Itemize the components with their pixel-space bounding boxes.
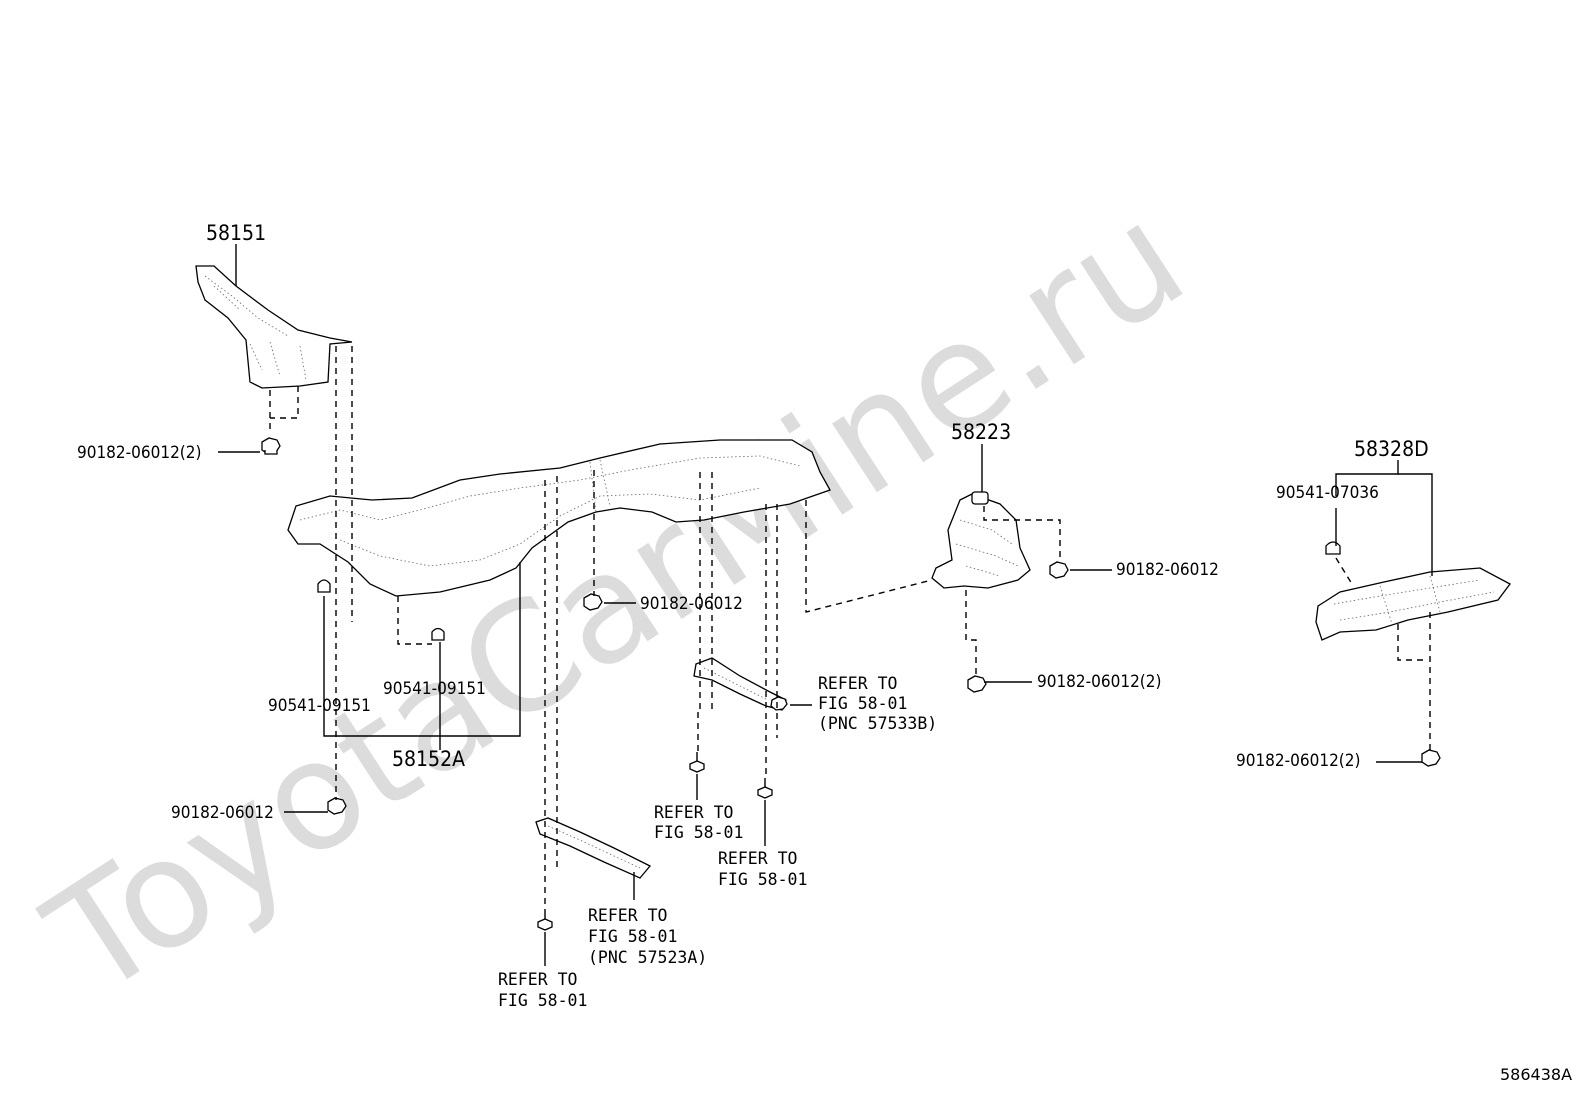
label-58328d: 58328D bbox=[1354, 437, 1429, 461]
clip-icon bbox=[1325, 541, 1341, 555]
clip-icon bbox=[317, 579, 331, 593]
svg-text:(PNC 57533B): (PNC 57533B) bbox=[818, 714, 937, 733]
bolt-icon bbox=[537, 910, 553, 931]
heat-insulator-58328d bbox=[1315, 567, 1511, 641]
svg-text:REFER TO: REFER TO bbox=[654, 803, 733, 822]
ref-note-57523a: REFER TO FIG 58-01 (PNC 57523A) bbox=[588, 906, 707, 967]
clip-icon bbox=[431, 627, 445, 641]
svg-text:FIG 58-01: FIG 58-01 bbox=[718, 870, 807, 889]
label-90182-06012-2-left: 90182-06012(2) bbox=[77, 443, 201, 463]
ref-note-57533b: REFER TO FIG 58-01 (PNC 57533B) bbox=[818, 674, 937, 733]
label-90541-09151-a: 90541-09151 bbox=[268, 696, 371, 716]
nut-icon bbox=[261, 437, 281, 455]
label-58151: 58151 bbox=[206, 221, 266, 245]
ref-note-bolt-c: REFER TO FIG 58-01 bbox=[498, 970, 587, 1010]
nut-icon bbox=[583, 593, 603, 611]
ref-note-bolt-b: REFER TO FIG 58-01 bbox=[718, 849, 807, 889]
bracket-57533b bbox=[693, 657, 787, 711]
assembly-lines bbox=[269, 346, 1431, 910]
bolt-icon bbox=[757, 778, 773, 799]
label-90182-06012-bottom-left: 90182-06012 bbox=[171, 803, 274, 823]
label-58152a: 58152A bbox=[392, 747, 465, 771]
label-90182-06012-2-far-right: 90182-06012(2) bbox=[1236, 751, 1360, 771]
nut-icon bbox=[967, 675, 987, 693]
heat-insulator-58151 bbox=[195, 265, 353, 389]
svg-text:FIG 58-01: FIG 58-01 bbox=[498, 991, 587, 1010]
svg-text:(PNC 57523A): (PNC 57523A) bbox=[588, 948, 707, 967]
label-90541-07036: 90541-07036 bbox=[1276, 483, 1379, 503]
bracket-57523a bbox=[535, 817, 652, 879]
label-90182-06012-right: 90182-06012 bbox=[1116, 560, 1219, 580]
nut-icon bbox=[770, 696, 788, 711]
svg-text:FIG 58-01: FIG 58-01 bbox=[654, 823, 743, 842]
label-90541-09151-b: 90541-09151 bbox=[383, 679, 486, 699]
label-58223: 58223 bbox=[951, 420, 1011, 444]
svg-text:REFER TO: REFER TO bbox=[718, 849, 797, 868]
bolt-icon bbox=[689, 752, 705, 773]
watermark: ToyotaCarMine.ru bbox=[19, 171, 1214, 1031]
ref-note-bolt-a: REFER TO FIG 58-01 bbox=[654, 803, 743, 842]
label-90182-06012-2-right: 90182-06012(2) bbox=[1037, 672, 1161, 692]
figure-code: 586438A bbox=[1500, 1065, 1572, 1084]
svg-text:FIG 58-01: FIG 58-01 bbox=[588, 927, 677, 946]
heat-insulator-58223 bbox=[931, 491, 1031, 589]
heat-insulator-58152a bbox=[287, 439, 831, 597]
svg-text:FIG 58-01: FIG 58-01 bbox=[818, 694, 907, 713]
nut-icon bbox=[1421, 749, 1441, 767]
svg-text:REFER TO: REFER TO bbox=[818, 674, 897, 693]
svg-text:REFER TO: REFER TO bbox=[498, 970, 577, 989]
label-90182-06012-center: 90182-06012 bbox=[640, 594, 743, 614]
svg-text:REFER TO: REFER TO bbox=[588, 906, 667, 925]
nut-icon bbox=[1049, 561, 1069, 579]
leader-lines bbox=[218, 244, 1433, 966]
